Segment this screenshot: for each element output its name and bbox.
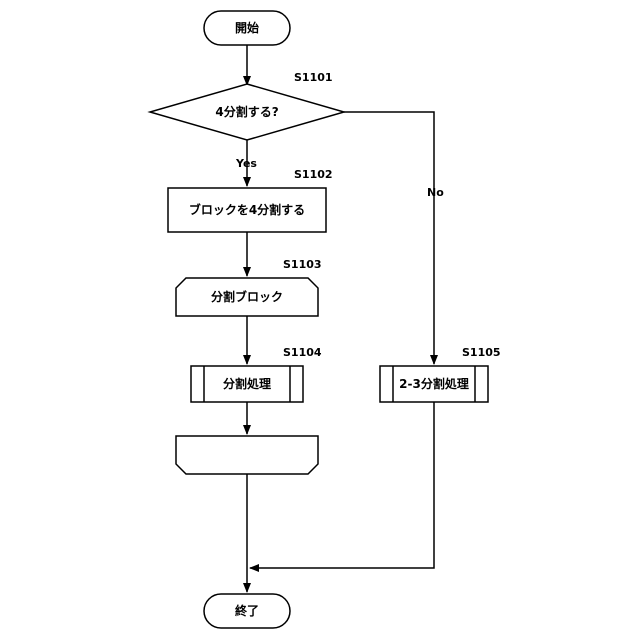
step-id-s1102: S1102 <box>294 168 333 181</box>
yes-label: Yes <box>235 157 257 170</box>
arrow-decision-no <box>344 112 434 364</box>
decision-label: 4分割する? <box>215 104 278 119</box>
split-block-label: ブロックを4分割する <box>189 202 305 217</box>
alt-process-label: 2-3分割処理 <box>399 376 469 391</box>
start-label: 開始 <box>235 20 259 35</box>
step-id-s1103: S1103 <box>283 258 322 271</box>
step-id-s1105: S1105 <box>462 346 501 359</box>
end-label: 終了 <box>235 603 259 618</box>
no-label: No <box>427 186 444 199</box>
step-id-s1104: S1104 <box>283 346 322 359</box>
split-process-label: 分割処理 <box>223 376 271 391</box>
arrow-alt-to-end <box>250 402 434 568</box>
loop-start-label: 分割ブロック <box>211 289 283 304</box>
loop-end-shape <box>176 436 318 474</box>
step-id-s1101: S1101 <box>294 71 333 84</box>
